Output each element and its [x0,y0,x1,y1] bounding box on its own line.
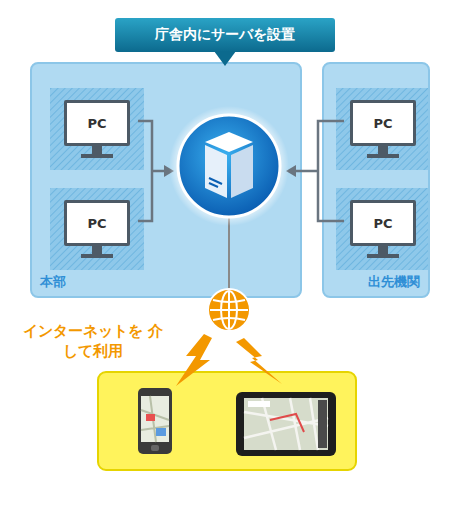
art-line [228,291,230,329]
art-line [210,309,248,311]
pc-backdrop [32,64,300,296]
pc-monitor: PC [64,100,130,146]
monitor-base [81,254,113,258]
node-text: PC [373,116,392,131]
globe [208,289,250,331]
network-line [228,215,230,290]
pc-monitor: PC [64,200,130,246]
hatch-square [50,188,144,270]
server-cube [205,132,253,152]
monitor-stand [92,146,102,154]
art-path [244,398,328,450]
art-polygon [231,145,253,198]
site-panel: 出先機関 PC PC [322,62,430,298]
phone-screen [141,396,169,442]
site-panel: 本部 PC PC [30,62,302,298]
server-glow [169,106,289,226]
node-text: 庁舎内にサーバを設置 [155,26,295,44]
monitor-base [81,154,113,158]
hatch-square [50,88,144,170]
art-ellipse [221,291,237,329]
monitor-base [367,254,399,258]
art-polygon [205,145,227,198]
art-line [209,183,218,187]
arrow-head [164,165,174,177]
node-text: PC [87,116,106,131]
callout-banner: 庁舎内にサーバを設置 [115,18,335,52]
monitor-stand [92,246,102,254]
tablet [236,392,336,456]
callout-pointer [214,51,236,66]
smartphone [138,388,172,454]
hatch-square [336,88,428,170]
art-rect [151,445,159,451]
bracket [294,121,344,221]
monitor-stand [378,246,388,254]
art-path [270,414,304,432]
art-path [213,300,245,320]
hatch-square [336,188,428,270]
device-area [98,372,356,470]
art-rect [318,400,327,448]
node-text: PC [373,216,392,231]
art-rect [156,428,166,436]
tablet-screen [244,398,328,450]
panel-heading: 出先機関 [368,273,420,291]
panel-heading: 本部 [40,273,66,291]
arrow-head [286,165,296,177]
art-line [209,178,222,184]
monitor-base [367,154,399,158]
server-circle [178,115,280,217]
pc-monitor: PC [350,100,416,146]
art-path [141,396,169,442]
art-rect [248,401,270,407]
lightning-bolt [236,338,282,384]
note-label: インターネットを 介して利用 [22,322,164,361]
bracket [138,121,166,221]
monitor-stand [378,146,388,154]
art-g [210,291,248,329]
pc-backdrop [324,64,428,296]
node-text: PC [87,216,106,231]
lightning-bolt [176,334,212,386]
art-rect [146,414,155,421]
pc-monitor: PC [350,200,416,246]
